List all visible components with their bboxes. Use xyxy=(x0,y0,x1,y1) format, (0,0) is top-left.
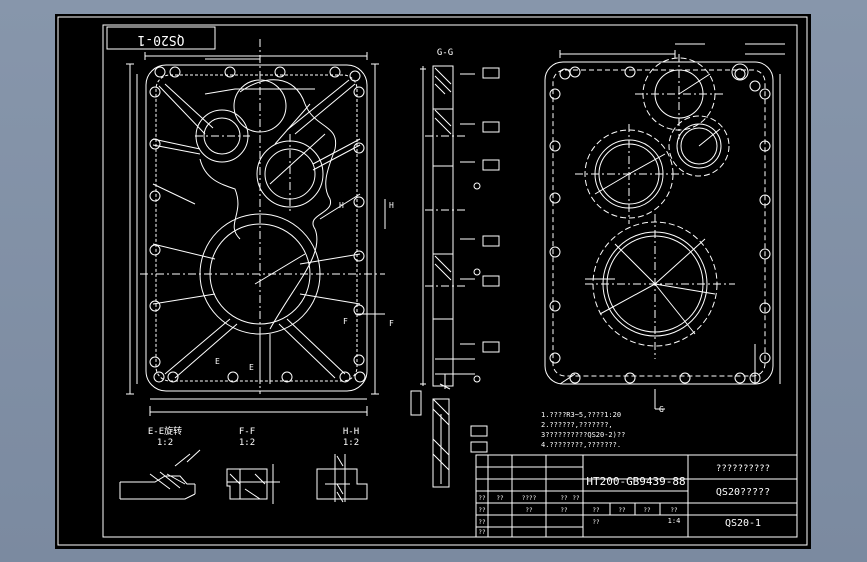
drawing-number: QS20-1 xyxy=(725,518,761,529)
view-f-label: F-F xyxy=(239,427,255,437)
web-outline xyxy=(199,79,337,330)
cell-b3: ?? xyxy=(560,507,568,514)
mark-h-2: H xyxy=(389,201,394,210)
cell-a5: ?? xyxy=(572,495,580,502)
drawing-code-label: QS20-1 xyxy=(138,32,185,47)
bolt-holes xyxy=(149,66,366,383)
detail-views xyxy=(119,449,368,504)
note-1: 1.????R3~5,????1:20 xyxy=(541,411,621,419)
title-cells-b: ?? ?? ?? xyxy=(478,507,568,514)
view-h-label: H-H xyxy=(343,427,359,437)
cell-a2: ?? xyxy=(496,495,504,502)
view-h-scale: 1:2 xyxy=(343,438,359,448)
cell-d1: ?? xyxy=(478,519,486,526)
title-cells-a: ?? ?? ???? ?? ?? xyxy=(478,495,580,502)
note-4: 4.????????,???????. xyxy=(541,441,621,449)
cell-b1: ?? xyxy=(478,507,486,514)
front-view xyxy=(126,39,386,416)
mark-g: G xyxy=(659,405,664,414)
cell-c1: ?? xyxy=(592,507,600,514)
title-top-right: ?????????? xyxy=(716,464,770,474)
cell-a1: ?? xyxy=(478,495,486,502)
rear-view xyxy=(544,43,785,385)
dimension-lines xyxy=(126,52,386,416)
cell-c2: ?? xyxy=(618,507,626,514)
outer-frame xyxy=(57,16,808,546)
part-name: QS20????? xyxy=(716,487,770,498)
cell-d2: ?? xyxy=(478,529,486,536)
ribs xyxy=(152,79,361,384)
note-2: 2.??????,???????, xyxy=(541,421,613,429)
view-e-scale: 1:2 xyxy=(157,438,173,448)
material-spec: HT200-GB9439-88 xyxy=(586,475,685,488)
mark-f-1: F xyxy=(343,317,348,326)
drawing-scale: 1:4 xyxy=(668,517,681,525)
code-box xyxy=(106,26,216,50)
cell-a3: ???? xyxy=(522,495,537,502)
cell-c4: ?? xyxy=(670,507,678,514)
drawing-sheet: QS20-1 G-G E-E旋转 1:2 F-F 1:2 H-H 1:2 H H… xyxy=(55,14,811,549)
cell-b2: ?? xyxy=(525,507,533,514)
plate-outline xyxy=(145,64,368,392)
mark-h-1: H xyxy=(339,201,344,210)
technical-notes: 1.????R3~5,????1:20 2.??????,???????, 3?… xyxy=(541,411,625,449)
mark-e-1: E xyxy=(215,357,220,366)
view-e-label: E-E旋转 xyxy=(148,425,182,437)
cell-c5: ?? xyxy=(592,519,600,526)
plate-inner xyxy=(155,74,358,382)
view-f-scale: 1:2 xyxy=(239,438,255,448)
cell-c3: ?? xyxy=(643,507,651,514)
note-3: 3??????????QS20-2)?? xyxy=(541,431,625,439)
mark-f-2: F xyxy=(389,319,394,328)
section-gg xyxy=(410,65,500,488)
title-block xyxy=(475,454,798,538)
title-cells-d: ?? ?? xyxy=(478,519,486,536)
cell-a4: ?? xyxy=(560,495,568,502)
section-gg-title: G-G xyxy=(437,48,453,58)
title-cells-c: ?? ?? ?? ?? ?? xyxy=(592,507,678,526)
inner-frame xyxy=(102,24,798,538)
mark-e-2: E xyxy=(249,363,254,372)
